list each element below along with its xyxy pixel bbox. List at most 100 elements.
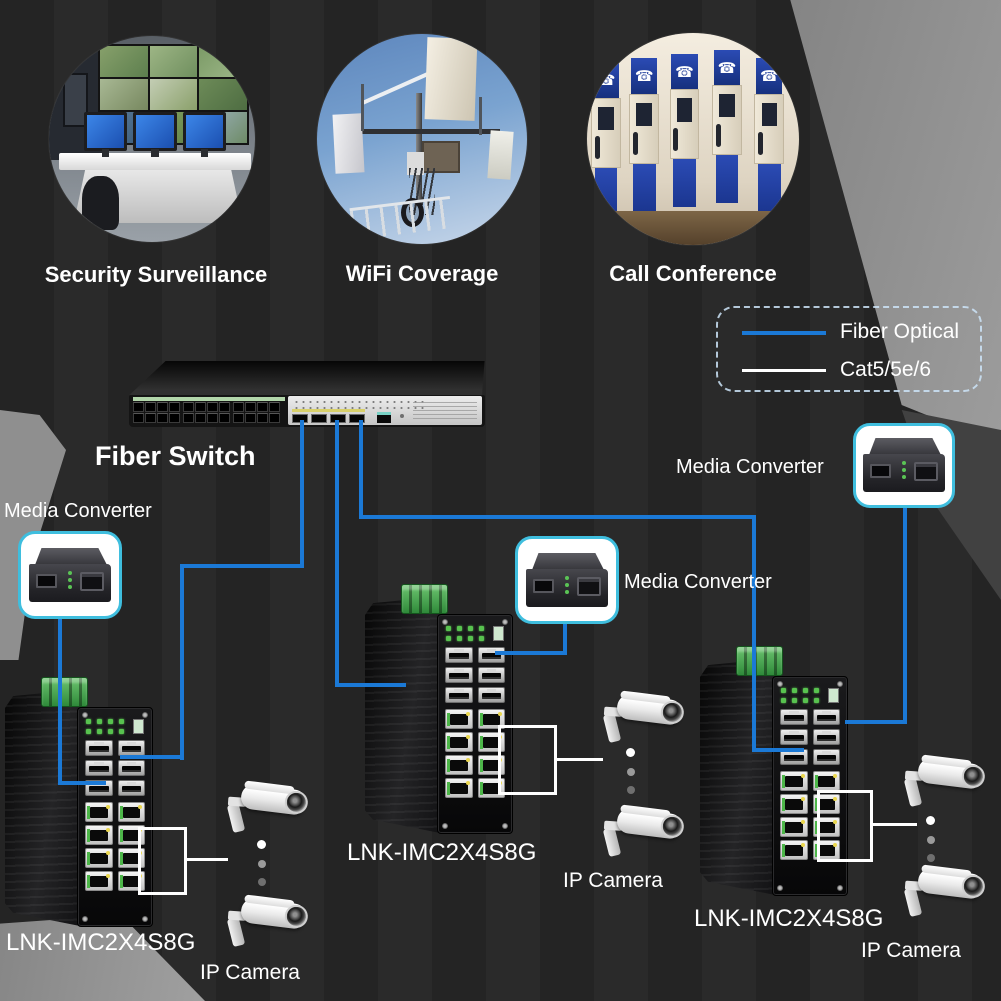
fiber-link [58, 781, 106, 785]
media-converter-card-3 [853, 423, 955, 508]
antenna-panel-left [332, 113, 365, 174]
power-terminal-block [401, 584, 448, 614]
payphone-kiosk [629, 58, 660, 212]
payphone [629, 93, 660, 164]
media-converter-card-1 [18, 531, 122, 619]
floor [587, 211, 799, 245]
payphone-kiosk [591, 62, 621, 216]
ip-camera [224, 780, 310, 840]
camera-body [239, 783, 310, 816]
copper-bracket [138, 827, 187, 895]
screw [837, 681, 843, 687]
screw [142, 916, 148, 922]
antenna-panel [424, 37, 478, 121]
fiber-link [58, 616, 62, 785]
ip-camera [224, 894, 310, 954]
rj45-ports [780, 771, 840, 860]
phone-sign-icon [713, 49, 740, 85]
industrial-switch-1 [5, 677, 153, 931]
use-case-caption: Security Surveillance [44, 262, 268, 287]
screw [442, 823, 448, 829]
payphone-kiosk [669, 54, 700, 207]
ip-camera [901, 754, 987, 814]
switch-side-face [365, 596, 445, 834]
reset-button [400, 414, 404, 418]
port-label-strip [133, 397, 285, 401]
converter-top-face [532, 553, 604, 570]
camera-lens [960, 873, 987, 900]
screw [142, 712, 148, 718]
spec-print [413, 402, 477, 420]
screw [777, 681, 783, 687]
kiosk-panel [715, 155, 739, 203]
switch-model-label: LNK-IMC2X4S8G [347, 839, 537, 866]
fiber-link [180, 564, 184, 760]
whip-antenna [361, 84, 365, 131]
status-leds [781, 686, 839, 708]
media-converter-card-2 [515, 536, 619, 624]
camera-mount [602, 826, 622, 858]
switch-top-face [129, 361, 485, 395]
kiosk-panel [673, 159, 696, 207]
uplink-section [288, 396, 482, 425]
fiber-link [300, 420, 304, 568]
sfp-ports [445, 647, 505, 703]
rj45-ports [445, 709, 505, 798]
phone-sign-icon [756, 58, 782, 94]
converter-leds [68, 571, 72, 589]
camera-mount [903, 776, 923, 808]
rj45-port [577, 577, 601, 596]
switch-front-face [129, 395, 485, 427]
converter-top-face [869, 438, 941, 455]
media-converter-label: Media Converter [4, 500, 152, 522]
camera-body [916, 757, 987, 790]
fiber-link [752, 748, 804, 752]
chair [81, 176, 120, 230]
switch-model-label: LNK-IMC2X4S8G [6, 929, 196, 956]
monitor [182, 112, 227, 158]
switch-side-face [700, 658, 780, 896]
sfp-slot [36, 574, 57, 588]
rj45-port-block [133, 397, 285, 425]
phone-sign-icon [631, 58, 657, 94]
sfp-port [349, 414, 365, 423]
copper-link [557, 758, 603, 761]
converter-leds [565, 576, 569, 594]
fiber-link [563, 621, 567, 655]
kiosk-panel [594, 167, 618, 216]
ip-camera-label: IP Camera [200, 961, 300, 984]
copper-bracket [817, 790, 873, 862]
switch-side-face [5, 689, 85, 927]
use-case-caption: Call Conference [609, 261, 777, 286]
camera-lens [960, 763, 987, 790]
sfp-slot [870, 464, 891, 478]
copper-link [873, 823, 917, 826]
media-converter-device [526, 552, 608, 610]
sfp-ports [780, 709, 840, 765]
screw [502, 823, 508, 829]
mast-pole [415, 92, 422, 207]
security-surveillance-photo [49, 36, 255, 242]
legend-label-copper: Cat5/5e/6 [840, 358, 932, 381]
payphone-kiosk [754, 58, 785, 212]
fiber-switch [128, 361, 488, 431]
payphone [591, 97, 621, 168]
camera-mount [226, 802, 246, 834]
fiber-link [180, 564, 304, 568]
screw [837, 885, 843, 891]
camera-mount [226, 916, 246, 948]
ip-camera [600, 804, 686, 864]
rj45-port [80, 572, 104, 591]
vent-holes [293, 399, 428, 410]
kiosk-panel [758, 163, 781, 212]
camera-lens [659, 813, 686, 840]
camera-body [615, 693, 686, 726]
camera-mount [903, 886, 923, 918]
fiber-link [752, 515, 756, 752]
payphone [754, 93, 785, 164]
industrial-switch-2 [365, 584, 513, 838]
copper-bracket [498, 725, 557, 795]
copper-line-swatch [742, 369, 826, 372]
sfp-ports [85, 740, 145, 796]
monitor [133, 112, 177, 158]
